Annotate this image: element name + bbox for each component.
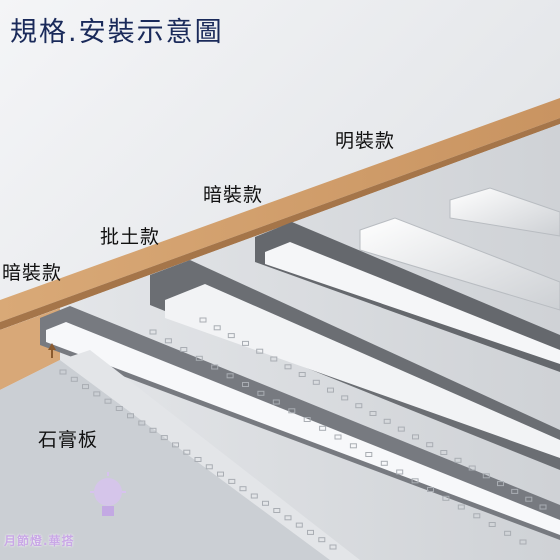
label-surface: 明裝款 <box>335 130 396 152</box>
label-plaster: 批土款 <box>100 226 161 248</box>
profile-plaster <box>165 284 560 458</box>
mesh-cell <box>312 379 320 385</box>
mesh-cell <box>412 434 419 440</box>
label-recessed-left: 暗裝款 <box>2 262 63 284</box>
mesh-cell <box>383 418 391 424</box>
label-recessed-mid: 暗裝款 <box>203 184 264 206</box>
mesh-cell <box>272 399 280 405</box>
mesh-cell <box>319 425 327 431</box>
up-arrow-icon <box>48 343 56 350</box>
mesh-cell <box>396 469 404 475</box>
wood-edge-shadow <box>0 118 560 330</box>
profile-recessed-mid <box>265 242 560 364</box>
mesh-cell <box>262 500 269 506</box>
up-arrow-stem <box>51 350 53 358</box>
mesh-cell <box>298 372 306 377</box>
mesh-cell <box>380 460 388 466</box>
mesh-cell <box>226 373 234 379</box>
mesh-cell <box>288 408 296 414</box>
mesh-cell <box>256 348 264 354</box>
mesh-cell <box>211 364 219 370</box>
page-title: 規格.安裝示意圖 <box>10 17 224 48</box>
mesh-cell <box>180 347 188 352</box>
mesh-cell <box>257 390 265 396</box>
mesh-cell <box>454 457 462 463</box>
mesh-cell <box>242 382 249 387</box>
brand-watermark: 月節燈.華搭 <box>4 534 75 548</box>
mesh-cell <box>127 413 134 419</box>
mesh-cell <box>307 529 314 535</box>
label-gypsum: 石膏板 <box>38 429 99 451</box>
mesh-cell <box>442 495 450 501</box>
lightbulb-icon <box>90 472 126 516</box>
mesh-cell <box>228 478 236 484</box>
mesh-cell <box>149 329 157 335</box>
mesh-cell <box>482 473 490 479</box>
mesh-cell <box>149 427 157 433</box>
mesh-cell <box>303 417 311 422</box>
mesh-cell <box>199 317 207 323</box>
wood-edge <box>0 98 560 322</box>
mesh-cell <box>217 471 224 477</box>
mesh-cell <box>457 504 465 510</box>
mesh-cell <box>284 364 292 370</box>
mesh-cell <box>242 340 249 346</box>
mesh-cell <box>539 504 547 510</box>
mesh-cell <box>341 395 349 401</box>
mesh-cell <box>327 387 334 393</box>
mesh-cell <box>473 513 481 519</box>
mesh-cell <box>213 325 221 331</box>
mesh-cell <box>440 450 448 455</box>
mesh-pattern <box>59 317 547 550</box>
mesh-cell <box>525 496 533 502</box>
mesh-cell <box>427 487 434 492</box>
bar-surface-2 <box>449 187 560 237</box>
gypsum-board <box>0 360 330 560</box>
mesh-cell <box>334 434 342 440</box>
mesh-cell <box>194 457 202 462</box>
mesh-cell <box>497 481 504 487</box>
mesh-cell <box>70 376 78 382</box>
mesh-cell <box>172 442 179 448</box>
mesh-cell <box>270 356 278 362</box>
mesh-cell <box>59 369 67 375</box>
mesh-cell <box>468 465 476 471</box>
mesh-cell <box>239 486 247 492</box>
mesh-cell <box>488 522 496 527</box>
mesh-cell <box>329 544 337 550</box>
mesh-cell <box>504 530 512 536</box>
mesh-cell <box>250 493 258 499</box>
mesh-cell <box>349 443 357 449</box>
mesh-cell <box>82 384 89 390</box>
bar-surface-1 <box>359 217 560 311</box>
mesh-cell <box>284 515 292 521</box>
mesh-cell <box>511 488 519 494</box>
mesh-cell <box>195 355 203 361</box>
mesh-cell <box>115 406 123 411</box>
profile-left <box>46 322 560 535</box>
mesh-cell <box>355 403 363 409</box>
mesh-cell <box>93 391 101 397</box>
mesh-cell <box>397 426 405 432</box>
mesh-cell <box>365 452 373 457</box>
mesh-cell <box>164 338 172 344</box>
mesh-cell <box>318 537 326 543</box>
mesh-cell <box>104 398 112 404</box>
mesh-cell <box>369 411 377 416</box>
gypsum-edge <box>60 350 360 560</box>
mesh-cell <box>519 539 527 545</box>
mesh-cell <box>160 435 168 441</box>
mesh-cell <box>426 442 434 448</box>
mesh-cell <box>295 522 303 528</box>
mesh-cell <box>138 420 146 426</box>
mesh-cell <box>227 333 235 339</box>
mesh-cell <box>205 464 213 470</box>
mesh-cell <box>411 478 419 484</box>
mesh-cell <box>183 449 191 455</box>
mesh-cell <box>273 508 281 513</box>
